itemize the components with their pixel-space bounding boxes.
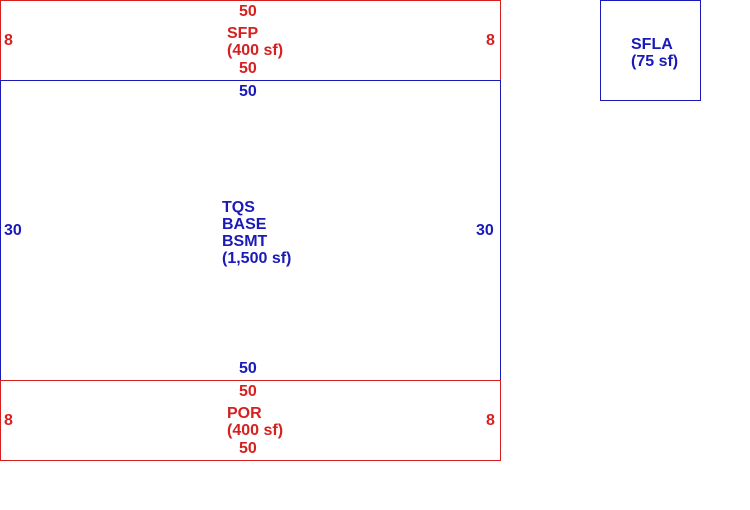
sfp-area-value: (400 sf) bbox=[227, 42, 284, 59]
base-right-dimension: 30 bbox=[476, 222, 494, 239]
sfp-top-dimension: 50 bbox=[239, 3, 257, 20]
sfla-area-value: (75 sf) bbox=[631, 53, 679, 70]
sfp-name: SFP bbox=[227, 25, 259, 42]
por-area-value: (400 sf) bbox=[227, 422, 284, 439]
sfla-area-box bbox=[600, 0, 701, 101]
sfla-label: SFLA (75 sf) bbox=[631, 36, 678, 70]
base-line-tqs: TQS bbox=[222, 199, 255, 216]
por-name: POR bbox=[227, 405, 262, 422]
sfla-name: SFLA bbox=[631, 36, 673, 53]
base-line-bsmt: BSMT bbox=[222, 233, 268, 250]
base-line-base: BASE bbox=[222, 216, 267, 233]
base-bottom-dimension: 50 bbox=[239, 360, 257, 377]
base-left-dimension: 30 bbox=[4, 222, 22, 239]
base-area-value: (1,500 sf) bbox=[222, 250, 292, 267]
por-left-dimension: 8 bbox=[4, 412, 13, 429]
sfp-right-dimension: 8 bbox=[486, 32, 495, 49]
por-right-dimension: 8 bbox=[486, 412, 495, 429]
sfp-label: SFP (400 sf) bbox=[227, 25, 283, 59]
sfp-bottom-dimension: 50 bbox=[239, 60, 257, 77]
por-bottom-dimension: 50 bbox=[239, 440, 257, 457]
base-top-dimension: 50 bbox=[239, 83, 257, 100]
por-area-box bbox=[0, 380, 501, 461]
base-bsmt-label: TQS BASE BSMT (1,500 sf) bbox=[222, 199, 291, 267]
por-top-dimension: 50 bbox=[239, 383, 257, 400]
sfp-left-dimension: 8 bbox=[4, 32, 13, 49]
por-label: POR (400 sf) bbox=[227, 405, 283, 439]
